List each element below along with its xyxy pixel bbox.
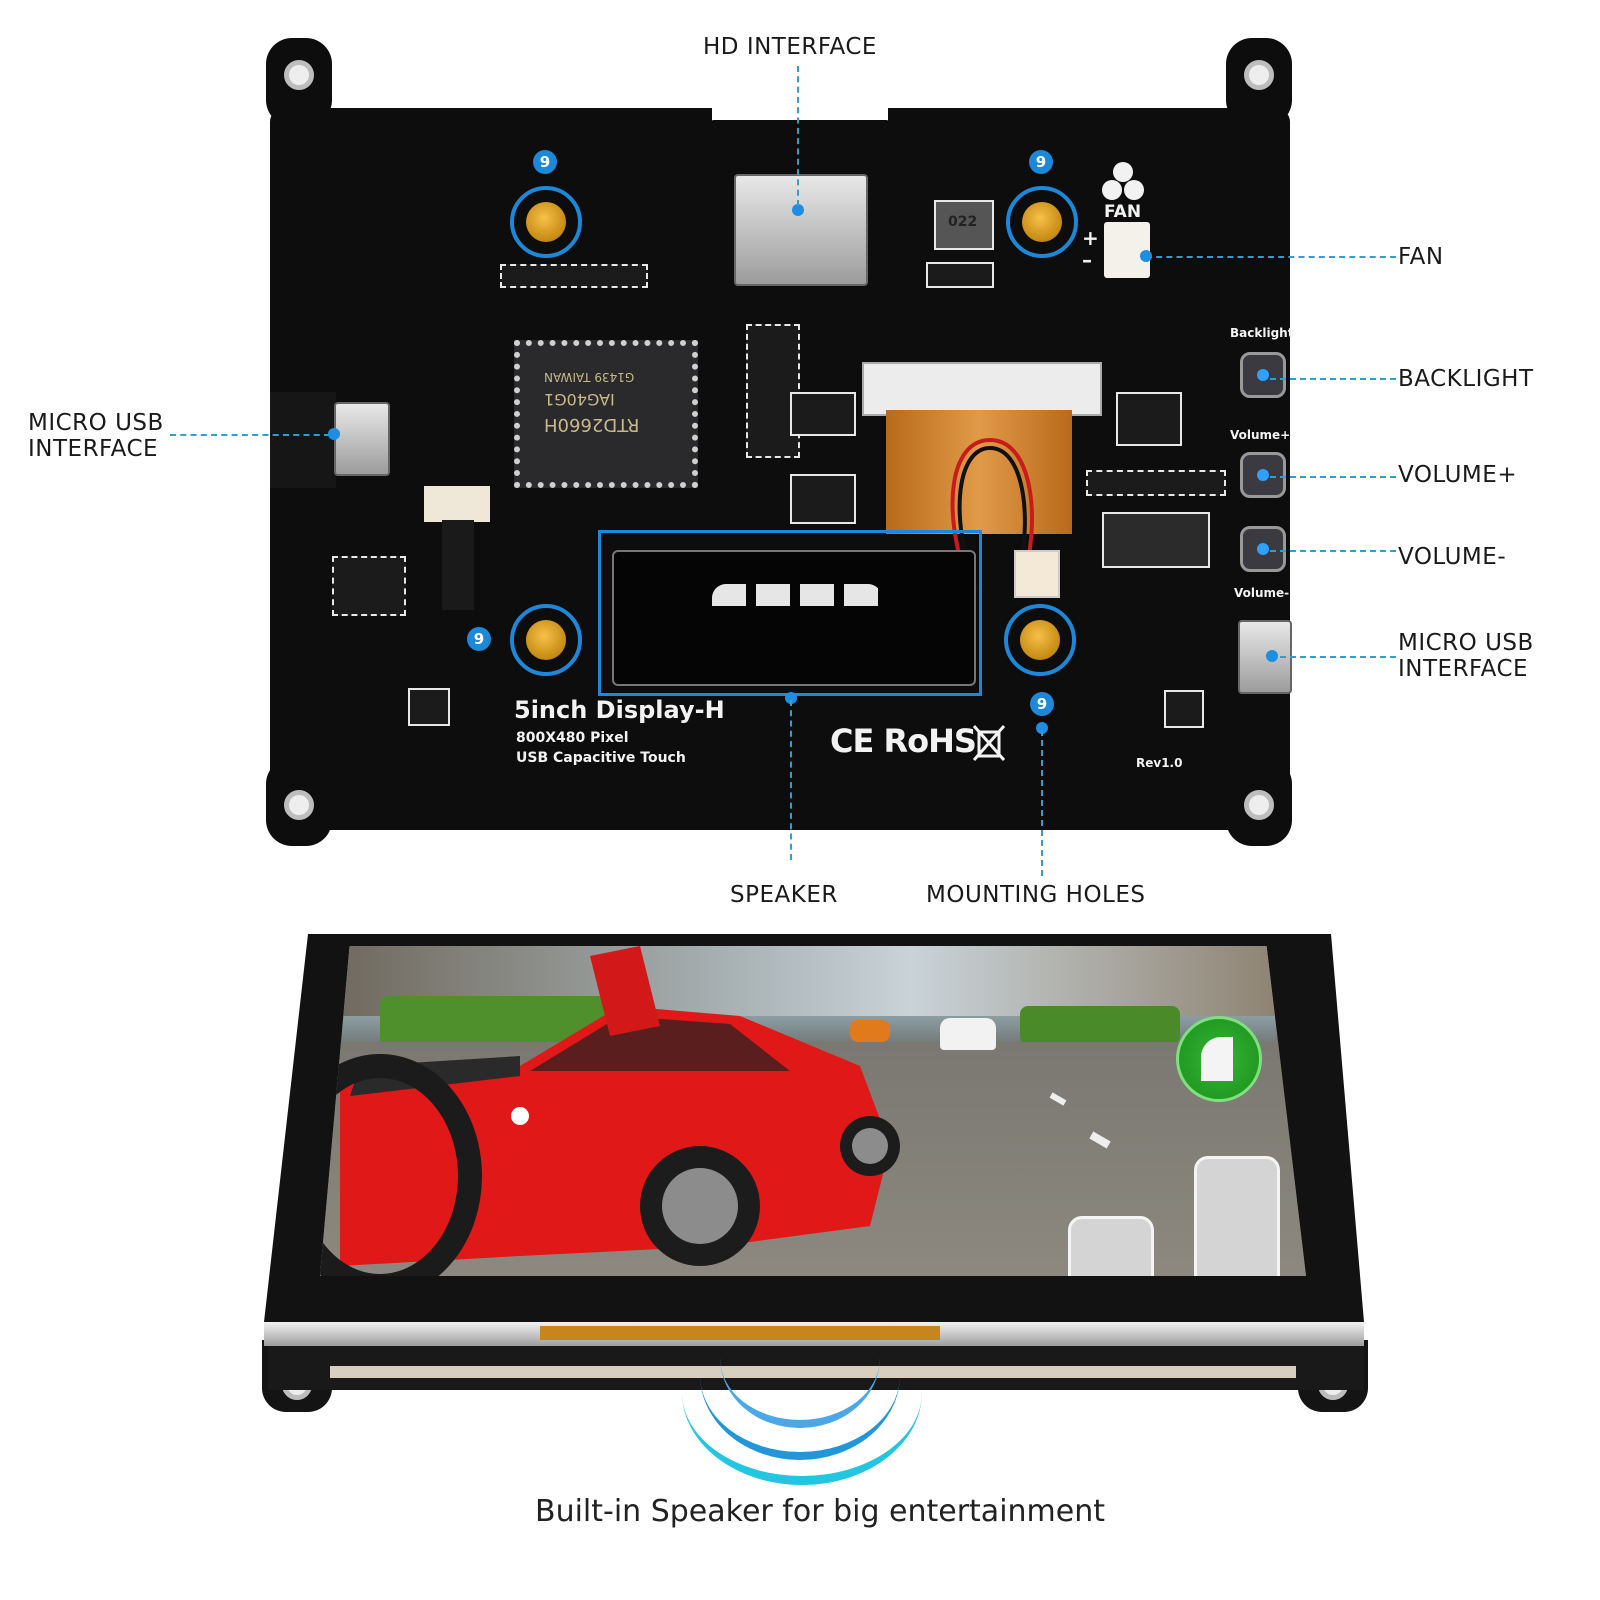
speaker-wires: [950, 437, 1034, 591]
temp-sensor: [408, 688, 450, 726]
leader-line: [1041, 730, 1043, 876]
flex-ribbon: [886, 410, 1072, 534]
standoff-bottom-right: [1004, 604, 1076, 676]
usb-edge-cutout: [270, 392, 336, 488]
mounting-hole-dot: [1036, 722, 1048, 734]
mount-badge: 9: [533, 150, 557, 174]
product-name: 5inch Display-H: [514, 696, 725, 724]
mount-badge: 9: [1029, 150, 1053, 174]
temp-sensor: [1164, 690, 1204, 728]
button-indicator-dot: [1257, 543, 1269, 555]
speaker-grille: [712, 584, 882, 606]
button-indicator-dot: [1257, 469, 1269, 481]
leader-line: [1270, 550, 1396, 552]
standoff-top-left: [510, 186, 582, 258]
weee-bin-icon: [972, 725, 1006, 761]
usb-dot: [1266, 650, 1278, 662]
gas-pedal-button[interactable]: [1194, 1156, 1280, 1276]
white-car: [940, 1018, 996, 1050]
component-column: [746, 324, 800, 458]
hdmi-recess: [710, 120, 890, 170]
component-row: [500, 264, 648, 288]
callout-speaker: SPEAKER: [730, 882, 838, 908]
mounting-hole: [284, 60, 314, 90]
callout-hd-interface: HD INTERFACE: [703, 34, 877, 60]
callout-backlight: BACKLIGHT: [1398, 366, 1534, 392]
callout-micro-usb-right-2: INTERFACE: [1398, 656, 1529, 682]
ic-small: [790, 392, 856, 436]
callout-micro-usb-left-1: MICRO USB: [28, 410, 164, 436]
callout-volume-plus: VOLUME+: [1398, 462, 1518, 488]
callout-fan: FAN: [1398, 244, 1444, 270]
volume-minus-button[interactable]: [1240, 526, 1286, 572]
hedge-right: [1020, 1006, 1180, 1044]
inductor: 022: [934, 200, 994, 250]
scaler-chip: G1439 TAIWAN IAG40G1 RTD2660H: [514, 340, 698, 488]
hdmi-dot: [792, 204, 804, 216]
orange-car: [850, 1020, 890, 1042]
mounting-hole: [1244, 60, 1274, 90]
speaker: [612, 550, 976, 686]
ic-small: [1116, 392, 1182, 446]
standoff-top-right: [1006, 186, 1078, 258]
usb-dot: [328, 428, 340, 440]
volume-plus-button[interactable]: [1240, 452, 1286, 498]
fan-dot: [1140, 250, 1152, 262]
revision-label: Rev1.0: [1136, 756, 1183, 770]
leader-line: [797, 66, 799, 206]
mount-badge: 9: [467, 627, 491, 651]
leader-line: [1270, 656, 1396, 658]
ic-small: [790, 474, 856, 524]
resistor: [926, 262, 994, 288]
fan-icon: [1102, 162, 1144, 200]
leader-line: [1146, 256, 1396, 258]
certification-marks: CE RoHS: [830, 722, 977, 760]
callout-volume-minus: VOLUME-: [1398, 544, 1507, 570]
mounting-hole: [1244, 790, 1274, 820]
speaker-dot: [785, 692, 797, 704]
callout-micro-usb-right-1: MICRO USB: [1398, 630, 1534, 656]
ic-left: [332, 556, 406, 616]
audio-amp-chip: [1102, 512, 1210, 568]
touch-label: USB Capacitive Touch: [516, 750, 686, 766]
leader-line: [1270, 476, 1396, 478]
mount-badge: 9: [1030, 692, 1054, 716]
fpc-connector: [862, 362, 1102, 416]
speaker-connector: [1014, 550, 1060, 598]
leader-line: [170, 434, 330, 436]
caption: Built-in Speaker for big entertainment: [534, 1494, 1105, 1529]
touch-fpc-cable: [442, 520, 474, 610]
button-indicator-dot: [1257, 369, 1269, 381]
red-sports-car: [320, 946, 900, 1276]
display-screen[interactable]: [320, 946, 1306, 1276]
backlight-button[interactable]: [1240, 352, 1286, 398]
micro-usb-port-left[interactable]: [334, 402, 390, 476]
brake-pedal-button[interactable]: [1068, 1216, 1154, 1276]
component-row: [1086, 470, 1226, 496]
hdmi-port: [734, 174, 868, 286]
standoff-bottom-left: [510, 604, 582, 676]
car-door-icon[interactable]: [1176, 1016, 1262, 1102]
resolution-label: 800X480 Pixel: [516, 730, 629, 746]
leader-line: [1270, 378, 1396, 380]
callout-micro-usb-left-2: INTERFACE: [28, 436, 159, 462]
callout-mounting-holes: MOUNTING HOLES: [926, 882, 1146, 908]
touch-fpc-connector: [424, 486, 490, 522]
mounting-hole: [284, 790, 314, 820]
leader-line: [790, 700, 792, 860]
